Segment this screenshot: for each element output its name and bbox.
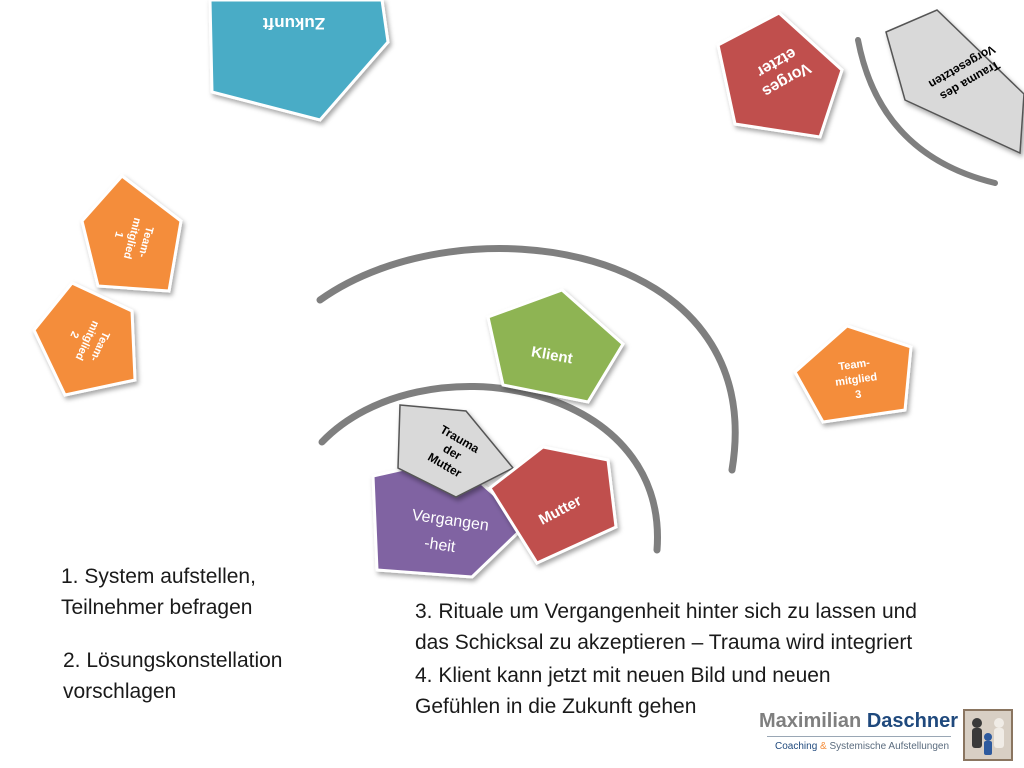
logo-first-name: Maximilian bbox=[759, 710, 862, 732]
logo-tagline-part-2: Systemische Aufstellungen bbox=[829, 741, 950, 752]
label-vergangenheit-2: -heit bbox=[423, 535, 457, 556]
label-teammitglied-1-3: 1 bbox=[112, 230, 125, 239]
pentagon-zukunft bbox=[208, 0, 390, 122]
brand-logo: Maximilian Daschner Coaching & Systemisc… bbox=[757, 708, 1019, 764]
label-teammitglied-3-2: mitglied bbox=[835, 371, 878, 389]
logo-tagline: Coaching & Systemische Aufstellungen bbox=[775, 741, 949, 752]
step-1-text: 1. System aufstellen, Teilnehmer befrage… bbox=[61, 561, 256, 623]
figures-logo-icon bbox=[963, 709, 1013, 761]
step-1-line-1: 1. System aufstellen, bbox=[61, 565, 256, 588]
pentagon-vorgesetzter bbox=[716, 11, 844, 139]
arc-klient-outer bbox=[316, 245, 739, 474]
step-2-line-1: 2. Lösungskonstellation bbox=[63, 649, 283, 672]
pentagon-teammitglied-3 bbox=[793, 324, 913, 424]
pentagon-teammitglied-1 bbox=[80, 173, 183, 293]
step-1-line-2: Teilnehmer befragen bbox=[61, 596, 253, 619]
logo-tagline-part-1: Coaching bbox=[775, 741, 818, 752]
pentagon-klient bbox=[486, 288, 625, 404]
logo-tagline-ampersand: & bbox=[820, 741, 827, 752]
step-4-text: 4. Klient kann jetzt mit neuen Bild und … bbox=[415, 660, 831, 722]
shape-trauma-der-mutter bbox=[397, 404, 515, 498]
label-teammitglied-3-1: Team- bbox=[838, 357, 871, 373]
step-2-line-2: vorschlagen bbox=[63, 680, 177, 703]
step-4-line-2: Gefühlen in die Zukunft gehen bbox=[415, 695, 697, 718]
label-zukunft: Zukunft bbox=[263, 14, 326, 33]
pentagon-mutter bbox=[488, 445, 618, 565]
step-4-line-1: 4. Klient kann jetzt mit neuen Bild und … bbox=[415, 664, 831, 687]
shape-trauma-vorgesetzten bbox=[885, 9, 1024, 155]
logo-last-name: Daschner bbox=[866, 710, 958, 732]
step-3-line-1: 3. Rituale um Vergangenheit hinter sich … bbox=[415, 600, 917, 623]
step-2-text: 2. Lösungskonstellation vorschlagen bbox=[63, 645, 283, 707]
logo-divider bbox=[767, 736, 951, 737]
arc-vorgesetzter bbox=[855, 37, 998, 186]
step-3-line-2: das Schicksal zu akzeptieren – Trauma wi… bbox=[415, 631, 913, 654]
label-teammitglied-2-3: 2 bbox=[67, 329, 80, 340]
logo-name: Maximilian Daschner bbox=[759, 710, 958, 733]
pentagon-teammitglied-2 bbox=[32, 281, 137, 397]
arc-vergangenheit-inner bbox=[318, 383, 661, 554]
label-teammitglied-3-3: 3 bbox=[854, 388, 862, 401]
label-klient: Klient bbox=[530, 344, 574, 368]
step-3-text: 3. Rituale um Vergangenheit hinter sich … bbox=[415, 596, 917, 658]
